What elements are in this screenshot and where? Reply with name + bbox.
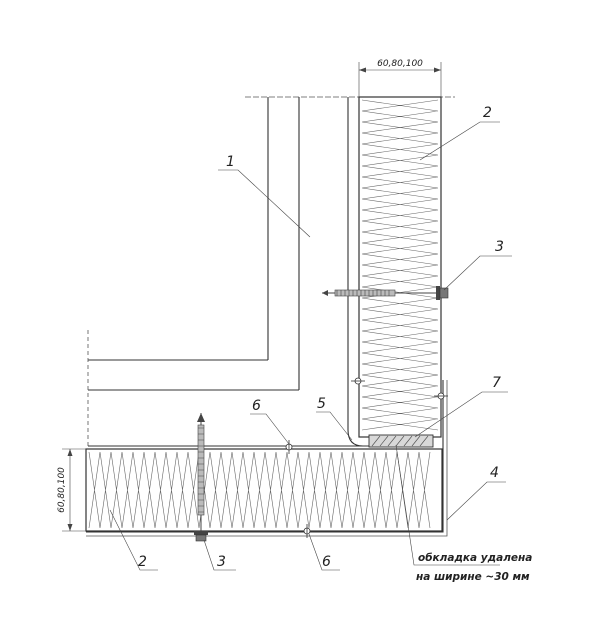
- dimension-top: 60,80,100: [358, 59, 442, 97]
- insulation-panel-horizontal: [85, 448, 443, 532]
- label-2-bottom: 2: [138, 554, 147, 570]
- callout-3-bottom: 3: [203, 539, 236, 571]
- callout-7: 7: [414, 375, 508, 438]
- label-4: 4: [490, 465, 499, 481]
- label-3-right: 3: [495, 239, 504, 255]
- dimension-top-text: 60,80,100: [377, 59, 423, 69]
- label-6-top: 6: [252, 398, 261, 414]
- screw-bottom: [303, 524, 311, 538]
- label-1: 1: [226, 154, 235, 170]
- dimension-left: 60,80,100: [57, 448, 86, 532]
- screw-top: [285, 440, 293, 454]
- callout-2-top: 2: [419, 105, 500, 161]
- label-3-bottom: 3: [217, 554, 226, 570]
- callout-note: обкладка удалена на ширине ~30 мм: [395, 444, 532, 583]
- anchor-right: [322, 286, 449, 300]
- callout-5: 5: [316, 396, 353, 441]
- insert-strip: [368, 434, 434, 448]
- screw-right-1: [351, 377, 365, 385]
- label-5: 5: [317, 396, 326, 412]
- insulation-panel-vertical: [358, 96, 442, 438]
- callout-2-bottom: 2: [109, 509, 158, 571]
- callout-3-right: 3: [443, 239, 512, 291]
- callout-4: 4: [446, 465, 506, 521]
- label-2-top: 2: [483, 105, 492, 121]
- note-line-1: обкладка удалена: [418, 552, 532, 564]
- screw-right-2: [434, 392, 448, 400]
- dimension-left-text: 60,80,100: [57, 467, 67, 513]
- callout-6-top: 6: [250, 398, 290, 445]
- callout-1: 1: [218, 154, 311, 238]
- wall-outline: [87, 96, 455, 447]
- label-6-bottom: 6: [322, 554, 331, 570]
- callout-6-bottom: 6: [308, 533, 340, 571]
- label-7: 7: [492, 375, 501, 391]
- note-line-2: на ширине ~30 мм: [416, 571, 530, 583]
- anchor-bottom: [194, 413, 208, 542]
